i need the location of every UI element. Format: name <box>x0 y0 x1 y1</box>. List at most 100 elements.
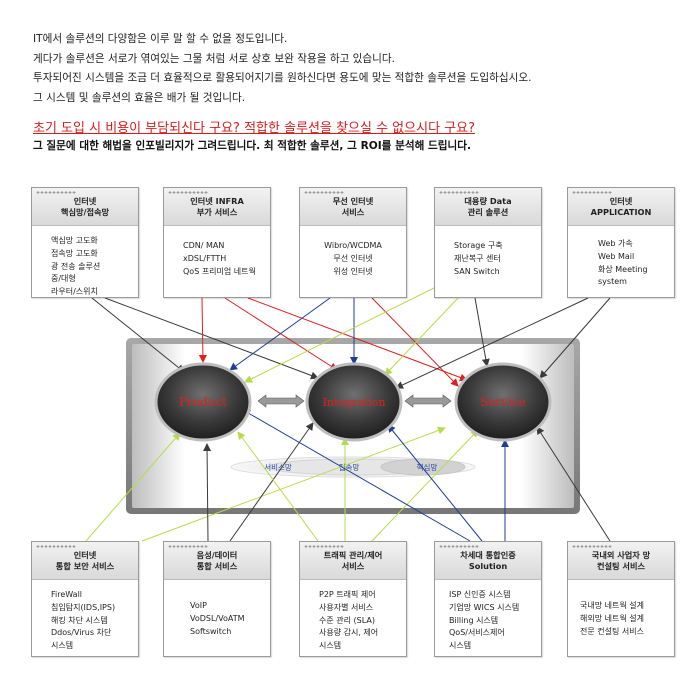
arrow-lines <box>85 285 611 542</box>
arrow-line <box>242 409 471 542</box>
arrow-line <box>244 285 439 383</box>
arrow-line <box>371 297 459 387</box>
track-label-access: 접속망 <box>339 462 360 472</box>
dots-decoration-icon <box>439 191 479 194</box>
arrow-line <box>387 424 483 542</box>
box-title-line: Solution <box>468 560 508 571</box>
box-body: CDN/ MAN xDSL/FTTH QoS 프리미엄 네트웍 <box>164 226 270 282</box>
box-item: 국내망 네트웍 설계 <box>580 601 644 610</box>
box-item: 액심망 고도화 <box>51 236 98 245</box>
double-arrow-right <box>404 394 452 408</box>
box-title-line: 서비스 <box>341 206 365 217</box>
box-item: 사용량 감시, 제어 <box>319 628 379 638</box>
box-title-line: 트래픽 관리/제어 <box>323 549 383 560</box>
dots-decoration-icon <box>168 545 208 548</box>
box-title-line: 음성/데이터 <box>196 549 238 560</box>
dots-decoration-icon <box>439 545 479 548</box>
box-title-line: 서비스 <box>341 560 365 571</box>
box-item: 시스템 <box>449 641 472 651</box>
box-title-line: 인터넷 <box>609 195 633 206</box>
box-item: xDSL/FTTH <box>183 253 227 263</box>
arrow-line <box>91 297 185 373</box>
dots-decoration-icon <box>36 545 76 548</box>
track-label-core: 핵심망 <box>417 462 438 472</box>
box-title-line: 핵심망/접속망 <box>60 206 110 217</box>
arrow-line <box>85 432 181 542</box>
box-item: 수준 관리 (SLA) <box>319 615 375 625</box>
dots-decoration-icon <box>304 191 344 194</box>
box-item: 시스템 <box>51 641 74 651</box>
box-item: CDN/ MAN <box>183 241 225 250</box>
box-item: 시스템 <box>319 641 342 651</box>
arrow-line <box>141 426 446 542</box>
box-title-line: 대용량 Data <box>464 195 512 206</box>
box-item: 라우터/스위치 <box>51 287 98 297</box>
arrow-line <box>371 429 479 542</box>
arrow-line <box>539 297 611 379</box>
box-item: 접속망 고도화 <box>51 248 98 258</box>
box-title-line: 통합 보안 서비스 <box>55 560 115 571</box>
box-item: P2P 트래픽 제어 <box>319 590 376 599</box>
hub-product: Product <box>154 362 252 442</box>
box-item: system <box>598 277 627 287</box>
arrow-line <box>536 426 611 542</box>
hub-label-service: Service <box>480 395 526 409</box>
box-item: Wibro/WCDMA <box>324 241 382 250</box>
dots-decoration-icon <box>572 191 612 194</box>
hub-ellipse <box>305 362 403 442</box>
box-item: QoS 프리미엄 네트웍 <box>183 266 256 276</box>
box-title-line: 인터넷 <box>73 549 97 560</box>
box-title-line: 인터넷 INFRA <box>190 195 244 206</box>
intro-line-4: 그 시스템 및 솔루션의 효율은 배가 될 것입니다. <box>33 91 246 104</box>
box-item: 위성 인터넷 <box>333 266 373 276</box>
box-title-line: 인터넷 <box>73 195 97 206</box>
box-item: Web Mail <box>598 251 635 261</box>
arrow-line <box>198 297 207 363</box>
hub-ellipse <box>154 362 252 442</box>
box-item: 기업망 WICS 시스템 <box>449 602 520 612</box>
box-item: 해킹 차단 시스템 <box>51 615 108 625</box>
box-item: VoIP <box>190 601 207 610</box>
hub-label-integration: Integration <box>323 396 386 409</box>
arrow-line <box>395 297 589 389</box>
arrow-line <box>203 443 212 542</box>
hub-service: Service <box>454 362 552 442</box>
hub-connector-arrows <box>257 394 452 408</box>
box-item: Ddos/Virus 차단 <box>51 628 112 638</box>
arrow-line <box>474 297 490 367</box>
arrow-line <box>247 297 468 382</box>
box-title-line: 통합 서비스 <box>196 560 238 571</box>
track-inner <box>380 458 466 476</box>
box-item: ISP 신인증 시스템 <box>449 590 511 599</box>
dots-decoration-icon <box>168 191 208 194</box>
arrow-line <box>224 297 338 371</box>
subline-answer: 그 질문에 대한 해법을 인포빌리지가 그려드립니다. 최 적합한 솔루션, 그… <box>33 140 472 152</box>
box-item: 해외망 네트웍 설계 <box>580 613 644 623</box>
arrow-line <box>384 297 459 376</box>
box-item: Web 가속 <box>598 239 633 248</box>
headline-question: 초기 도입 시 비용이 부담되신다 구요? 적합한 솔루션을 찾으실 수 없으시… <box>33 121 475 136</box>
dots-decoration-icon <box>304 545 344 548</box>
intro-line-3: 투자되어진 시스템을 조금 더 효율적으로 활용되어지기를 원하신다면 용도에 … <box>33 72 532 84</box>
